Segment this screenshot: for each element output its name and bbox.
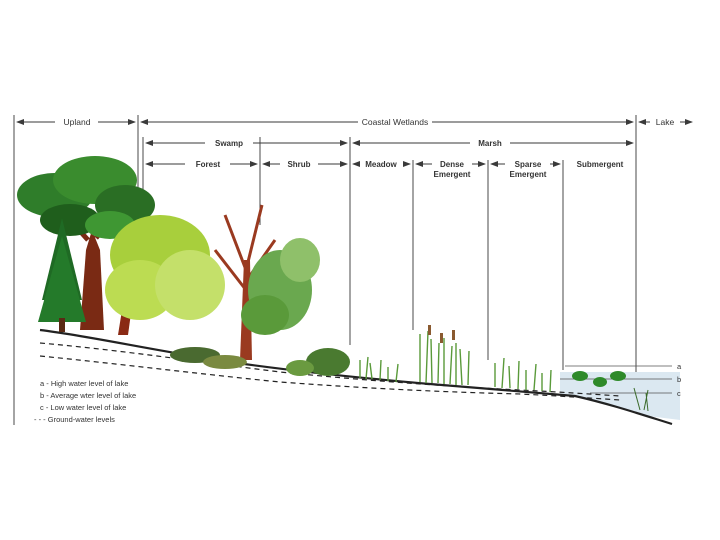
marsh-grasses bbox=[359, 330, 552, 393]
label-dense: Dense bbox=[440, 160, 465, 169]
zone-dividers bbox=[13, 115, 637, 425]
label-lake: Lake bbox=[656, 117, 675, 127]
level-letter-b: b bbox=[677, 375, 681, 384]
label-sparse-emergent: Emergent bbox=[510, 170, 547, 179]
label-dense-emergent: Emergent bbox=[434, 170, 471, 179]
legend-item-groundwater: - - - Ground-water levels bbox=[34, 415, 115, 424]
label-marsh: Marsh bbox=[478, 139, 502, 148]
label-upland: Upland bbox=[64, 117, 91, 127]
legend-item-a: a - High water level of lake bbox=[40, 379, 128, 388]
label-sparse: Sparse bbox=[515, 160, 542, 169]
submergent-plants bbox=[572, 371, 649, 412]
lake-water bbox=[560, 372, 680, 420]
label-meadow: Meadow bbox=[365, 160, 397, 169]
ground-surface bbox=[40, 330, 672, 430]
marsh-cattails bbox=[428, 325, 455, 343]
ground-line bbox=[39, 328, 673, 426]
label-shrub: Shrub bbox=[287, 160, 310, 169]
forest-trees bbox=[170, 204, 320, 369]
groundwater-level-upper bbox=[39, 342, 621, 397]
level-letter-a: a bbox=[677, 362, 682, 371]
label-submergent: Submergent bbox=[577, 160, 624, 169]
level-letter-c: c bbox=[677, 389, 681, 398]
upland-trees bbox=[17, 156, 225, 335]
groundwater-level-lower bbox=[39, 355, 621, 401]
label-swamp: Swamp bbox=[215, 139, 243, 148]
label-forest: Forest bbox=[196, 160, 221, 169]
label-coastal-wetlands: Coastal Wetlands bbox=[362, 117, 428, 127]
shrub-zone-plants bbox=[286, 348, 350, 376]
legend-item-c: c - Low water level of lake bbox=[40, 403, 126, 412]
legend: a - High water level of lake b - Average… bbox=[34, 379, 136, 424]
legend-item-b: b - Average wter level of lake bbox=[40, 391, 136, 400]
